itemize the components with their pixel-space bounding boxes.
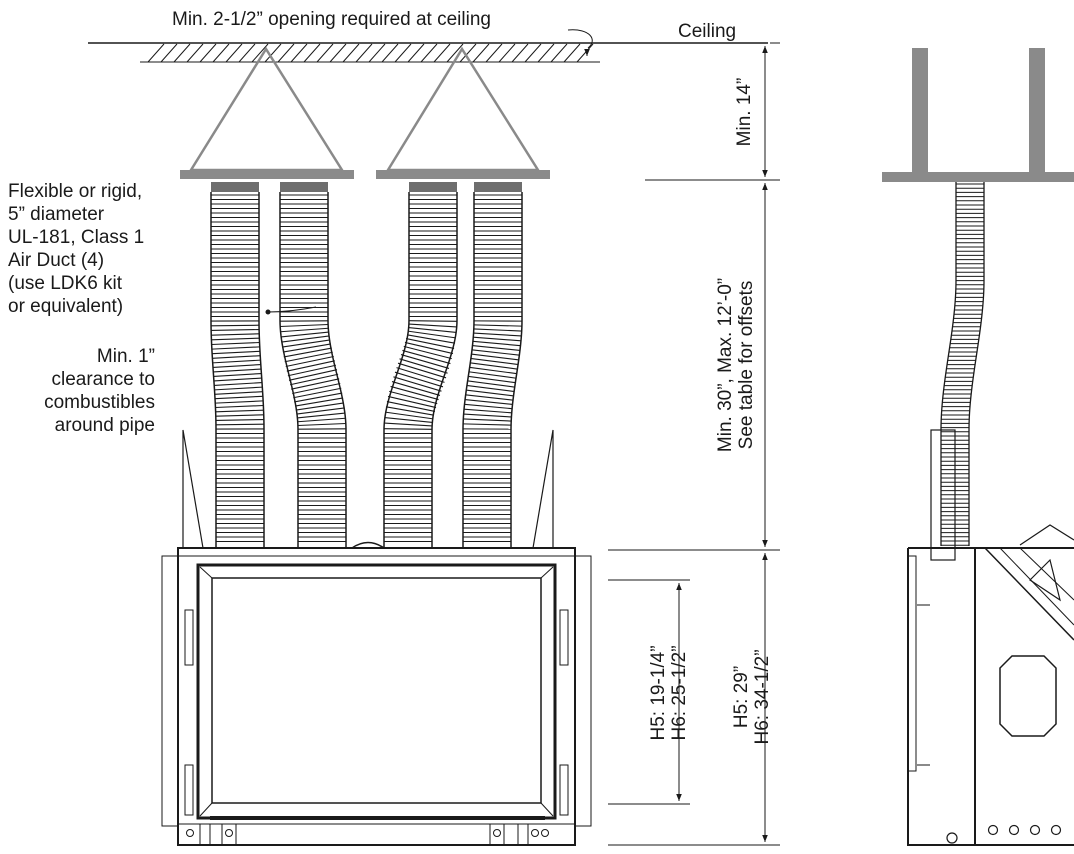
duct-description: Flexible or rigid, 5” diameter UL-181, C… xyxy=(8,181,144,317)
dim-run-label-1: Min. 30”, Max. 12’-0” xyxy=(715,278,736,452)
dim-unit-label-2: H6: 34-1/2” xyxy=(752,649,773,744)
duct-desc-line-6: or equivalent) xyxy=(8,296,123,317)
dim-glass-label-1: H5: 19-1/4” xyxy=(648,645,669,740)
duct-desc-line-5: (use LDK6 kit xyxy=(8,273,123,294)
air-duct-2 xyxy=(279,182,347,548)
ceiling-box-left xyxy=(180,46,354,179)
dim-glass-label-2: H6: 25-1/2” xyxy=(669,645,690,740)
clearance-line-1: Min. 1” xyxy=(97,346,155,367)
duct-desc-line-4: Air Duct (4) xyxy=(8,250,104,271)
fireplace-front xyxy=(161,429,592,846)
ceiling-box-right xyxy=(376,46,550,179)
air-duct-3 xyxy=(383,182,458,548)
clearance-line-3: combustibles xyxy=(44,392,155,413)
air-ducts xyxy=(210,182,523,548)
clearance-line-2: clearance to xyxy=(51,369,155,390)
dim-unit-label-1: H5: 29” xyxy=(731,666,752,728)
clearance-note: Min. 1” clearance to combustibles around… xyxy=(44,346,155,436)
ceiling-hatch xyxy=(147,43,594,63)
dim-min14-label: Min. 14” xyxy=(734,78,755,147)
air-duct-4 xyxy=(462,182,523,548)
ceiling xyxy=(88,29,768,63)
duct-desc-line-3: UL-181, Class 1 xyxy=(8,227,144,248)
side-air-duct xyxy=(940,182,985,546)
clearance-line-4: around pipe xyxy=(55,415,155,436)
ceiling-opening-label: Min. 2-1/2” opening required at ceiling xyxy=(172,9,491,30)
dim-run-label-2: See table for offsets xyxy=(736,281,757,450)
fireplace-side-view xyxy=(882,48,1074,846)
dimension-lines xyxy=(608,42,780,846)
duct-desc-line-2: 5” diameter xyxy=(8,204,105,225)
ceiling-label: Ceiling xyxy=(678,21,736,42)
air-duct-1 xyxy=(210,182,265,548)
duct-desc-line-1: Flexible or rigid, xyxy=(8,181,142,202)
